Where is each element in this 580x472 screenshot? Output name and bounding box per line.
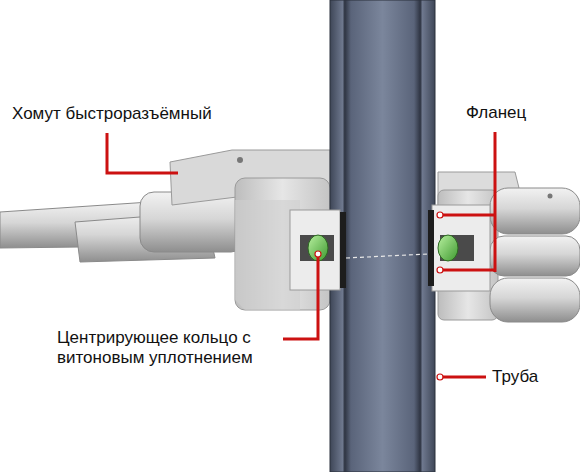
centering-ring [300, 235, 334, 261]
leader-line [494, 132, 497, 272]
leader-dot [437, 267, 443, 273]
clamp-right [548, 194, 553, 199]
part-label: Центрирующее кольцо с витоновым уплотнен… [57, 328, 289, 368]
leader-dot [437, 212, 443, 218]
part-label: Фланец [466, 103, 526, 123]
clamp-right [490, 278, 580, 322]
clamp-right [438, 172, 580, 322]
leader-line [107, 133, 178, 173]
pipe [330, 0, 435, 472]
centering-ring [346, 254, 428, 258]
part-label: Труба [492, 367, 538, 387]
leader-line [440, 214, 495, 217]
clamp-left [237, 157, 243, 163]
leader-line [283, 254, 318, 339]
clamp-right [490, 188, 580, 234]
part-label: Хомут быстроразъёмный [12, 104, 212, 124]
leader-line [440, 376, 486, 379]
flange [432, 205, 490, 291]
centering-ring [308, 235, 328, 261]
flange [290, 210, 340, 290]
centering-ring [300, 235, 474, 261]
leader-line [440, 269, 495, 272]
leader-dot [315, 251, 321, 257]
flange [428, 210, 434, 286]
leader-dot [315, 212, 443, 380]
pipe [330, 0, 435, 472]
leader-dot [437, 374, 443, 380]
clamp-right [490, 236, 580, 276]
flange [290, 205, 490, 291]
flange [340, 212, 346, 288]
centering-ring [438, 235, 458, 261]
